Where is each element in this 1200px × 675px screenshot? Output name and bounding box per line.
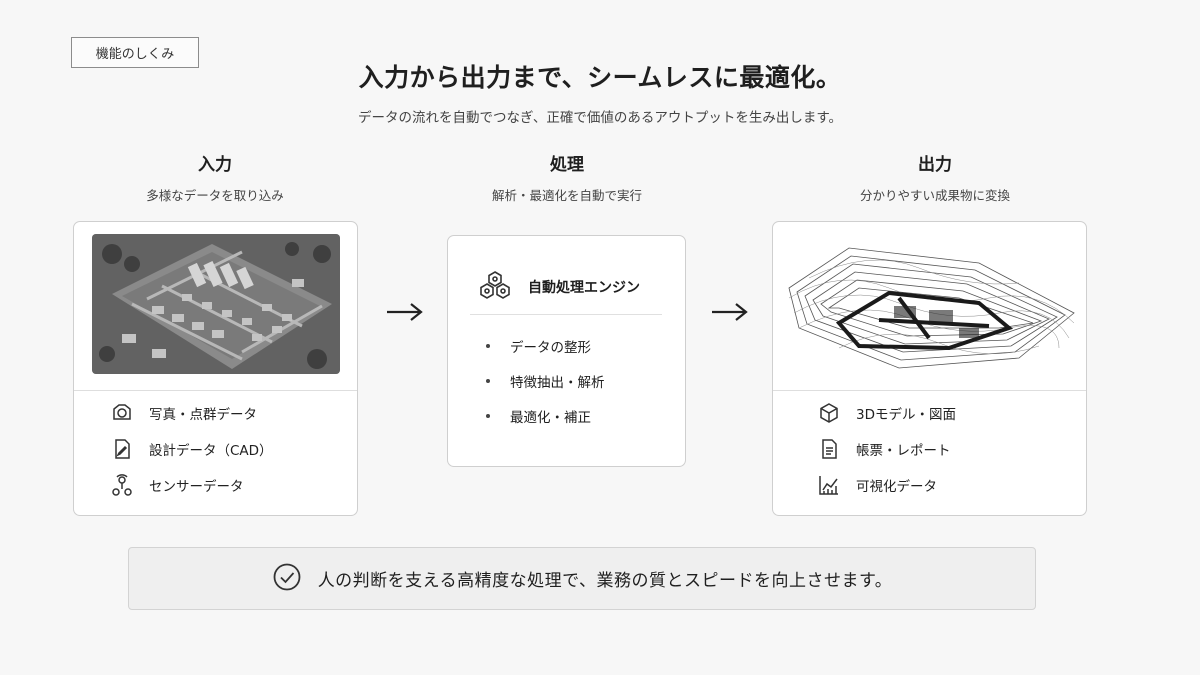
camera-icon — [110, 401, 134, 425]
output-item-report: 帳票・レポート — [817, 437, 951, 461]
output-subtitle: 分かりやすい成果物に変換 — [859, 188, 1010, 203]
input-subtitle: 多様なデータを取り込み — [146, 188, 284, 203]
page-title: 入力から出力まで、シームレスに最適化。 — [358, 63, 842, 92]
output-heading: 出力 分かりやすい成果物に変換 — [785, 150, 1085, 204]
sensor-icon — [110, 473, 134, 497]
process-step: データの整形 — [486, 336, 591, 356]
input-item-label: 設計データ（CAD） — [149, 443, 273, 459]
bullet-dot — [486, 344, 490, 348]
check-circle-icon — [272, 562, 302, 596]
3d-model-image — [779, 228, 1081, 384]
arrow-right-icon — [387, 303, 423, 321]
process-title: 処理 — [550, 155, 584, 175]
report-icon — [817, 437, 841, 461]
input-card: 写真・点群データ 設計データ（CAD） センサーデータ — [73, 221, 358, 516]
pen-document-icon — [110, 437, 134, 461]
process-step-label: データの整形 — [510, 340, 591, 356]
input-item-sensor: センサーデータ — [110, 473, 244, 497]
input-item-photo: 写真・点群データ — [110, 401, 257, 425]
summary-banner: 人の判断を支える高精度な処理で、業務の質とスピードを向上させます。 — [128, 547, 1036, 610]
aerial-photo-image — [92, 234, 340, 374]
output-item-3d: 3Dモデル・図面 — [817, 401, 956, 425]
card-divider — [773, 390, 1086, 391]
process-step: 最適化・補正 — [486, 406, 591, 426]
engine-label: 自動処理エンジン — [528, 280, 640, 296]
page-subtitle: データの流れを自動でつなぎ、正確で価値のあるアウトプットを生み出します。 — [358, 110, 842, 126]
output-item-label: 可視化データ — [856, 479, 937, 495]
cube-icon — [817, 401, 841, 425]
output-item-label: 3Dモデル・図面 — [856, 407, 956, 423]
process-subtitle: 解析・最適化を自動で実行 — [491, 188, 642, 203]
output-item-visual: 可視化データ — [817, 473, 937, 497]
banner-text: 人の判断を支える高精度な処理で、業務の質とスピードを向上させます。 — [317, 571, 893, 591]
input-item-label: 写真・点群データ — [149, 407, 257, 423]
engine-row: 自動処理エンジン — [478, 270, 640, 304]
process-step: 特徴抽出・解析 — [486, 371, 605, 391]
bullet-dot — [486, 379, 490, 383]
input-item-cad: 設計データ（CAD） — [110, 437, 273, 461]
input-title: 入力 — [198, 155, 232, 175]
output-title: 出力 — [918, 155, 952, 175]
engine-divider — [470, 314, 662, 315]
card-divider — [74, 390, 357, 391]
output-item-label: 帳票・レポート — [856, 443, 951, 459]
arrow-right-icon — [712, 303, 748, 321]
section-tag: 機能のしくみ — [71, 37, 199, 68]
bullet-dot — [486, 414, 490, 418]
input-item-label: センサーデータ — [149, 479, 244, 495]
process-step-label: 最適化・補正 — [510, 410, 591, 426]
gears-icon — [478, 270, 512, 304]
process-heading: 処理 解析・最適化を自動で実行 — [417, 150, 717, 204]
input-heading: 入力 多様なデータを取り込み — [65, 150, 365, 204]
process-step-label: 特徴抽出・解析 — [510, 375, 605, 391]
process-card: 自動処理エンジン データの整形 特徴抽出・解析 最適化・補正 — [447, 235, 686, 467]
chart-icon — [817, 473, 841, 497]
output-card: 3Dモデル・図面 帳票・レポート 可視化データ — [772, 221, 1087, 516]
